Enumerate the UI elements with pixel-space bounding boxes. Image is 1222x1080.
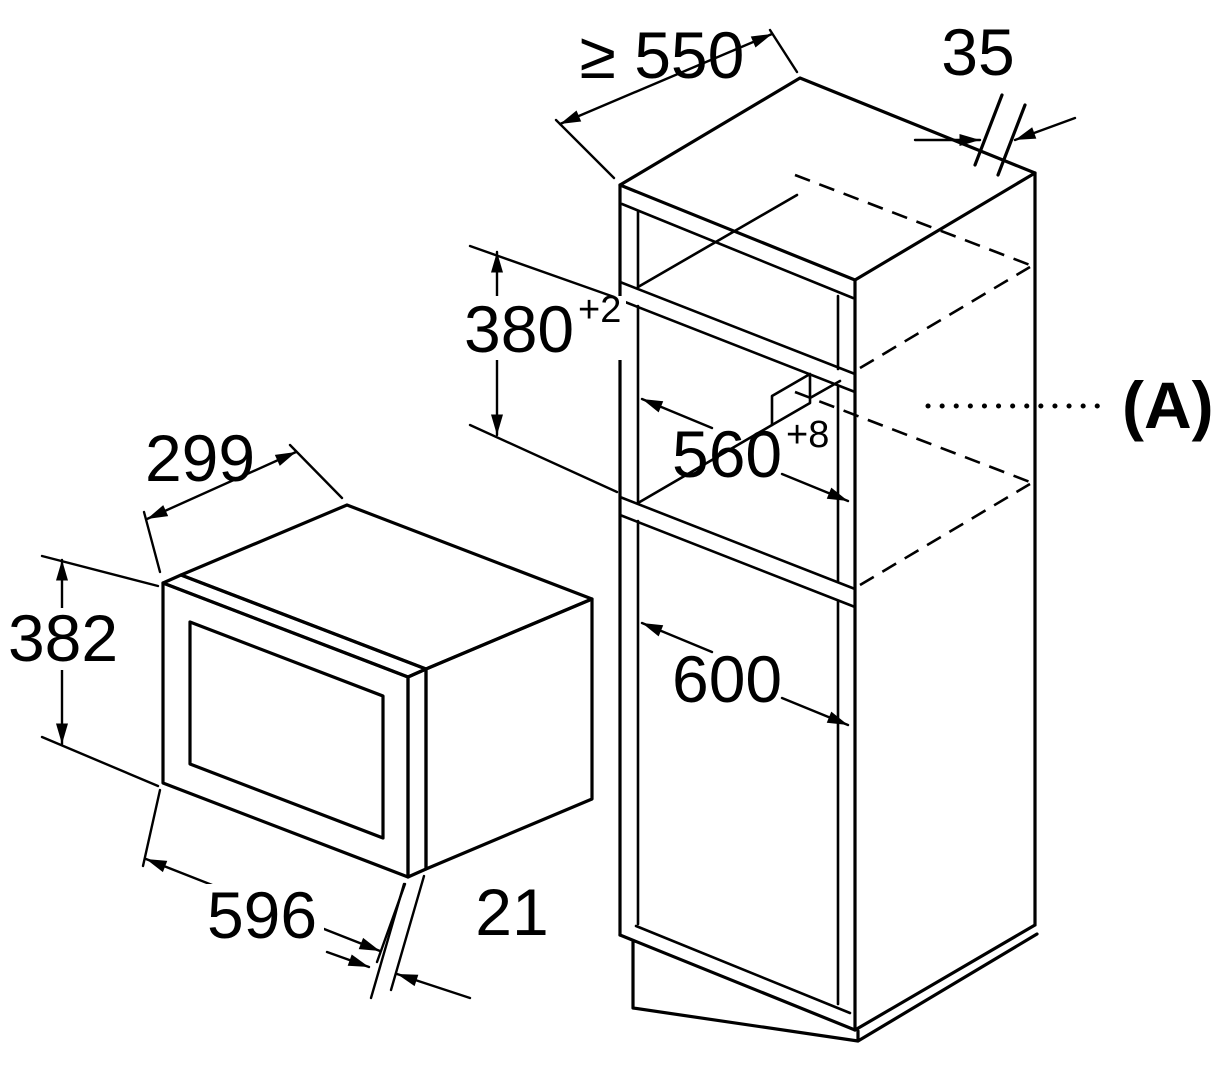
niche-rear-cutout — [770, 372, 842, 427]
dim-niche-height: 380 +2 — [456, 244, 626, 494]
microwave-body-right — [424, 597, 594, 871]
niche-height-tolerance: +2 — [578, 289, 621, 331]
dim-appliance-width: 596 — [141, 788, 407, 964]
lower-compartment-label: 600 — [672, 642, 782, 716]
top-compartment-floor-line — [636, 193, 799, 289]
niche-height-label: 380 — [464, 292, 574, 366]
cabinet-right-face — [853, 171, 1037, 1032]
frame-protrusion-label: 21 — [475, 875, 548, 949]
section-label: (A) — [1122, 368, 1214, 442]
microwave-drawing: 299 382 596 21 — [2, 421, 594, 1000]
niche-width-tolerance: +8 — [786, 414, 829, 456]
microwave-frame-right — [406, 667, 428, 879]
microwave-door-glass — [188, 620, 385, 840]
side-panel-notch — [973, 93, 1027, 177]
cabinet-floor-edge — [634, 924, 852, 1015]
dim-frame-protrusion: 21 — [325, 874, 549, 1000]
dim-top-gap: 35 — [913, 15, 1077, 146]
section-marker: (A) — [925, 368, 1214, 442]
niche-top-shelf — [618, 280, 857, 394]
dim-appliance-height: 382 — [2, 554, 160, 788]
appliance-height-label: 382 — [8, 601, 118, 675]
appliance-depth-label: 299 — [145, 421, 255, 495]
top-gap-label: 35 — [941, 15, 1014, 89]
hidden-edges — [794, 173, 1031, 587]
niche-width-label: 560 — [672, 417, 782, 491]
appliance-width-label: 596 — [207, 878, 317, 952]
dim-niche-width: 560 +8 — [640, 397, 850, 503]
cabinet-plinth — [631, 932, 1039, 1043]
cabinet-drawing: ≥ 550 35 380 +2 560 +8 600 — [456, 15, 1214, 1043]
cabinet-ceiling-rail — [620, 202, 855, 300]
dim-cabinet-depth: ≥ 550 — [554, 18, 799, 180]
dim-lower-compartment: 600 — [640, 621, 850, 727]
niche-bottom-shelf — [618, 495, 857, 609]
niche-floor-line — [636, 423, 774, 505]
microwave-body-top — [179, 503, 594, 671]
cabinet-depth-label: ≥ 550 — [580, 18, 745, 92]
cabinet-bottom-front-edge — [618, 933, 857, 1032]
dim-appliance-depth: 299 — [142, 421, 344, 574]
cabinet-top-face — [618, 76, 1037, 282]
